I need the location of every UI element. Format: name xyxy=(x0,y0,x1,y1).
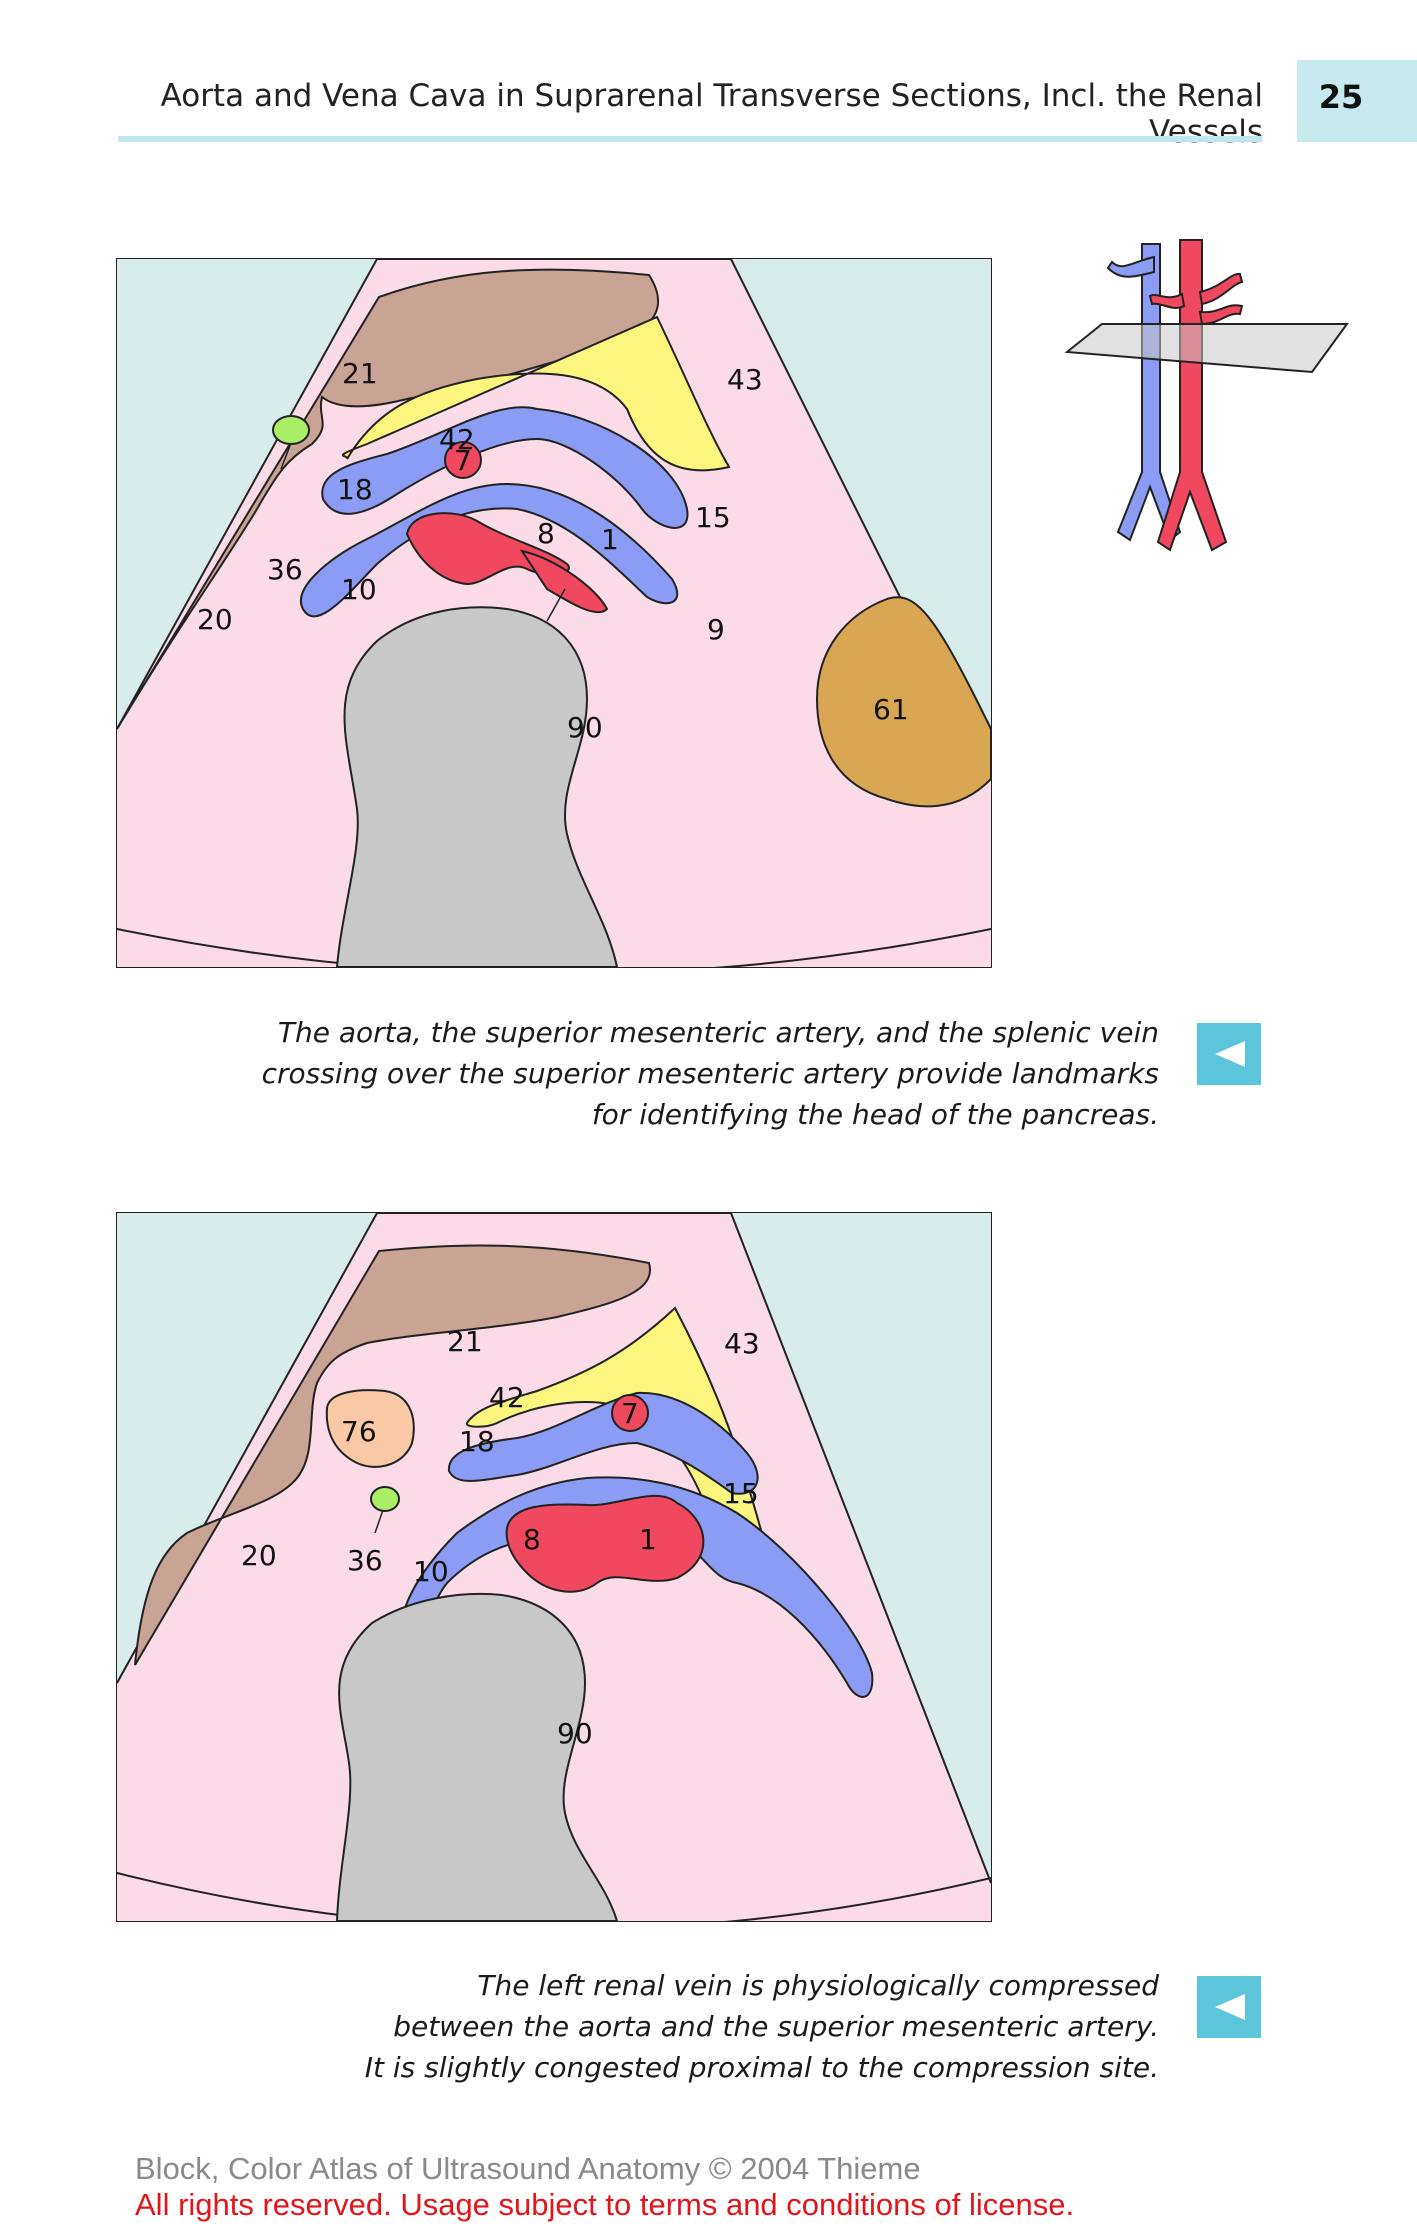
aorta-vessel xyxy=(505,1494,705,1593)
label-21: 21 xyxy=(447,1325,483,1358)
label-21: 21 xyxy=(342,357,378,390)
ultrasound-diagram-bottom: 21 43 42 7 76 18 15 8 1 36 20 10 90 xyxy=(116,1212,992,1922)
ultrasound-diagram-top: 21 43 42 7 18 15 8 1 36 10 9 20 61 90 xyxy=(116,258,992,968)
label-18: 18 xyxy=(337,473,373,506)
back-nav-button-top[interactable] xyxy=(1197,1023,1261,1085)
liver-region xyxy=(117,268,660,730)
label-1: 1 xyxy=(601,523,619,556)
label-90: 90 xyxy=(567,711,603,744)
liver-region xyxy=(134,1244,652,1666)
triangle-left-icon xyxy=(1215,1041,1245,1067)
pancreas-region xyxy=(341,315,731,472)
spine-shadow xyxy=(335,1592,619,1921)
label-42: 42 xyxy=(489,1381,525,1414)
label-20: 20 xyxy=(197,603,233,636)
label-90: 90 xyxy=(557,1717,593,1750)
footer-copyright: Block, Color Atlas of Ultrasound Anatomy… xyxy=(135,2151,921,2186)
label-10: 10 xyxy=(413,1555,449,1588)
triangle-left-icon xyxy=(1215,1994,1245,2020)
label-43: 43 xyxy=(727,363,763,396)
label-36: 36 xyxy=(267,553,303,586)
label-15: 15 xyxy=(695,501,731,534)
label-7: 7 xyxy=(454,444,472,477)
header-rule xyxy=(118,136,1262,142)
back-nav-button-bottom[interactable] xyxy=(1197,1976,1261,2038)
footer-license: All rights reserved. Usage subject to te… xyxy=(135,2187,1075,2222)
vessel-schematic xyxy=(1062,232,1352,566)
splenic-vein xyxy=(447,1391,759,1495)
label-18: 18 xyxy=(459,1425,495,1458)
label-42: 42 xyxy=(439,423,475,456)
spine-shadow xyxy=(335,606,619,967)
label-1: 1 xyxy=(639,1523,657,1556)
sma-vessel xyxy=(444,441,482,479)
label-10: 10 xyxy=(341,573,377,606)
running-header: Aorta and Vena Cava in Suprarenal Transv… xyxy=(160,78,1263,150)
caption-bottom: The left renal vein is physiologically c… xyxy=(364,1969,1159,2084)
label-43: 43 xyxy=(724,1327,760,1360)
label-8: 8 xyxy=(537,517,555,550)
sma-vessel xyxy=(611,1394,649,1432)
label-36: 36 xyxy=(347,1544,383,1577)
label-20: 20 xyxy=(241,1539,277,1572)
label-15: 15 xyxy=(723,1477,759,1510)
label-61: 61 xyxy=(873,693,909,726)
label-7: 7 xyxy=(621,1397,639,1430)
page-number-tab xyxy=(1297,60,1417,142)
kidney-region xyxy=(815,596,991,808)
caption-top: The aorta, the superior mesenteric arter… xyxy=(261,1016,1159,1131)
page-number: 25 xyxy=(1318,78,1364,116)
renal-vein xyxy=(300,482,679,618)
label-76: 76 xyxy=(341,1415,377,1448)
label-8: 8 xyxy=(523,1523,541,1556)
label-9: 9 xyxy=(707,613,725,646)
splenic-vein xyxy=(321,406,689,529)
peach-structure xyxy=(325,1389,415,1468)
